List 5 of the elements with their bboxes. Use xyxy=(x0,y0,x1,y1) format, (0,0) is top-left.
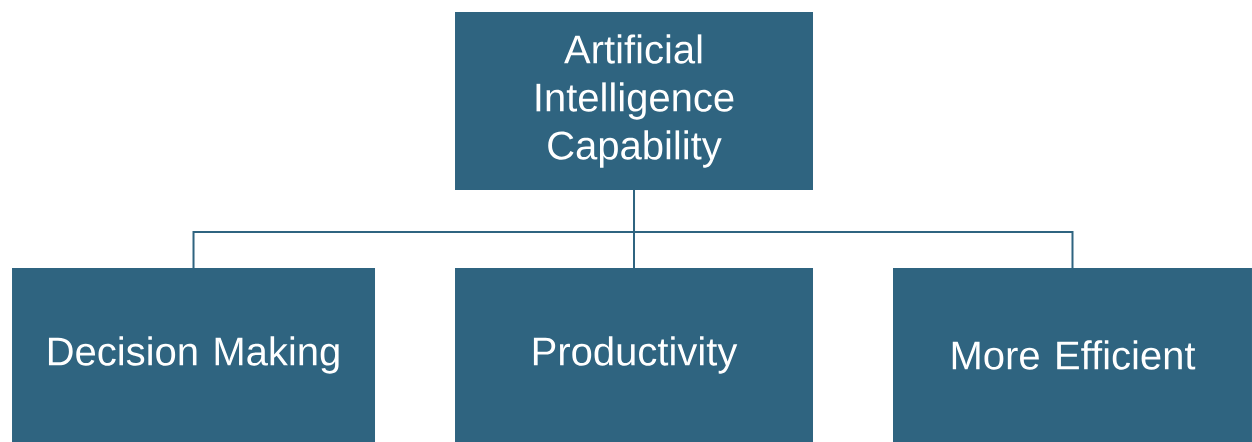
box: More Efficient xyxy=(893,268,1252,442)
connector-line xyxy=(633,189,1074,269)
box: Decision Making xyxy=(12,268,375,442)
box: Productivity xyxy=(455,268,813,442)
box: Artificial Intelligence Capability xyxy=(455,12,813,190)
